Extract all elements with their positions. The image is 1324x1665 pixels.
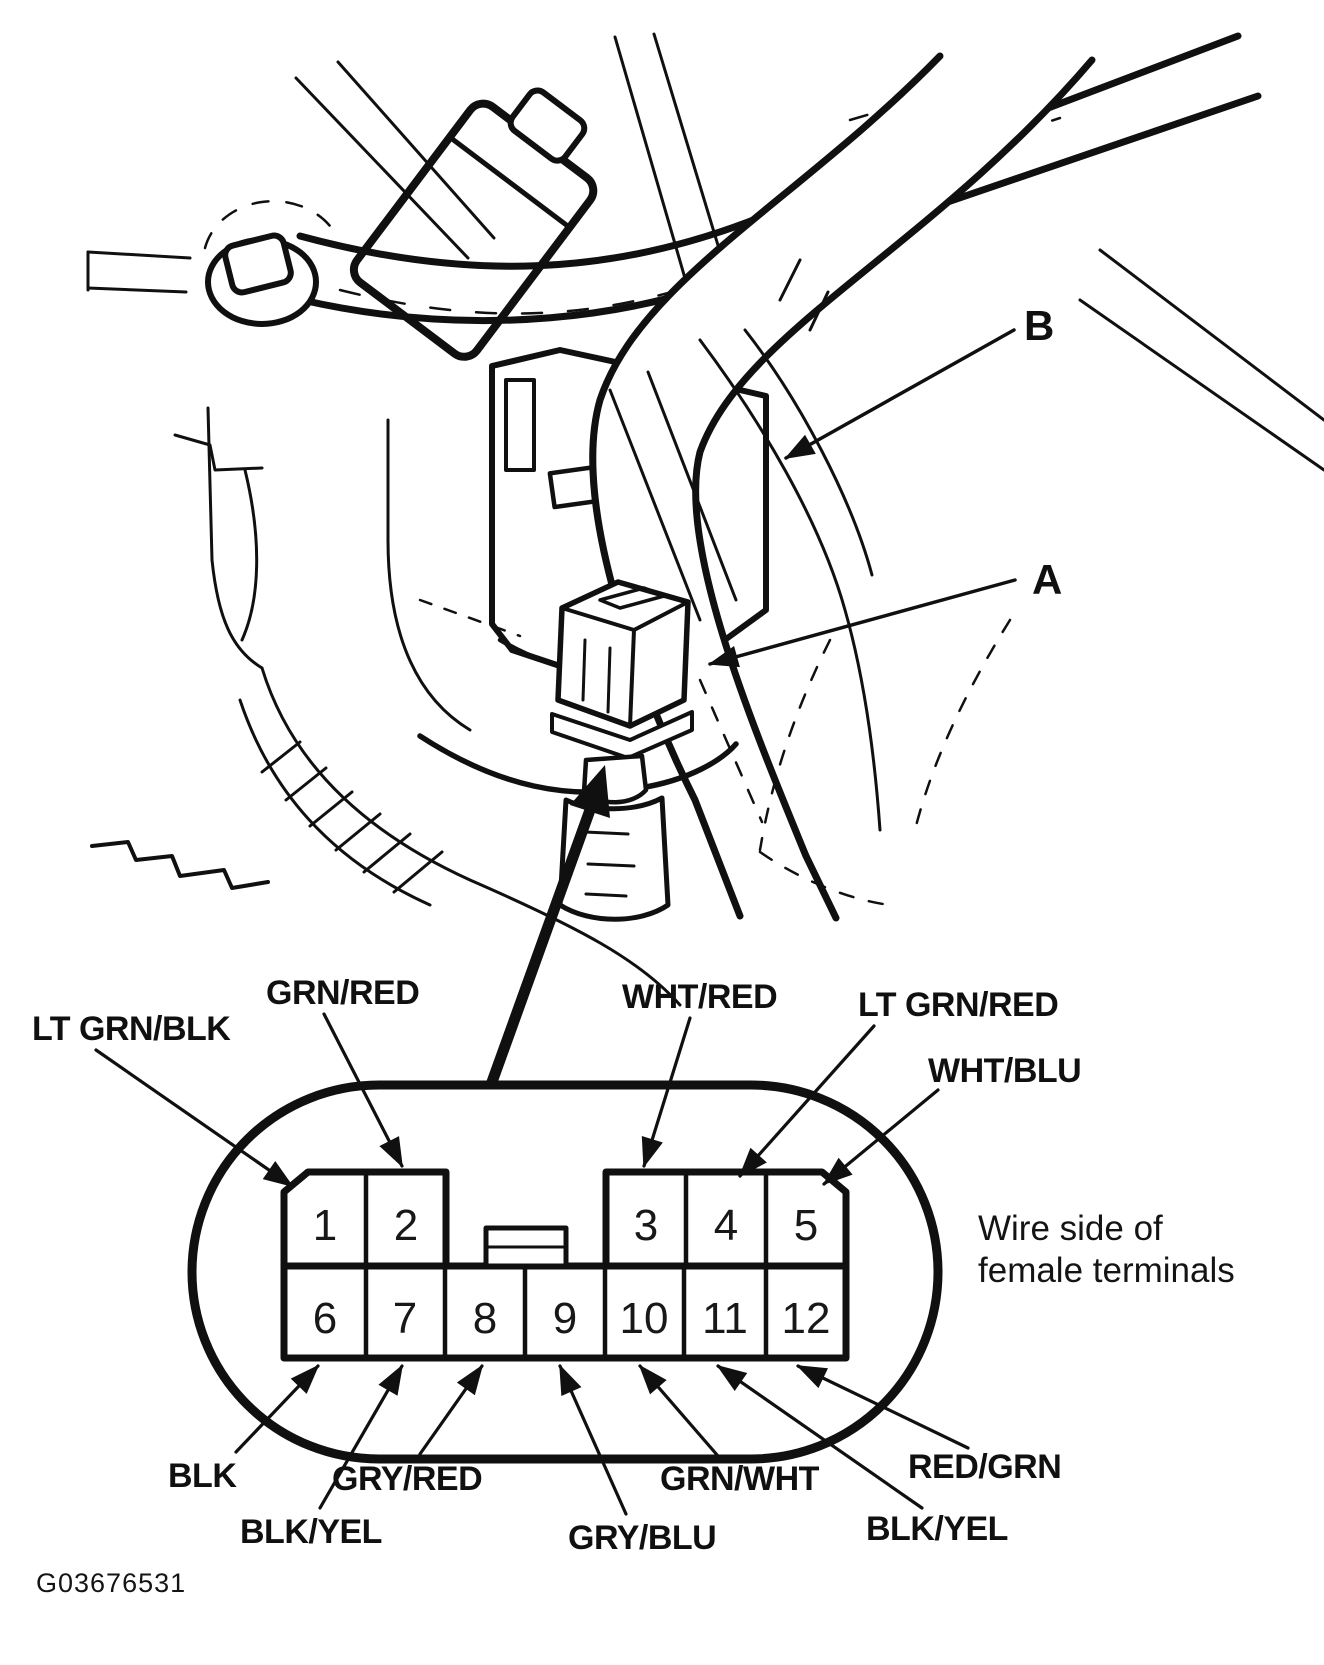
right-panel-curves (698, 258, 1012, 907)
callout-b-leader (784, 328, 1016, 460)
pin-10: 10 (620, 1294, 669, 1343)
pin-9: 9 (553, 1294, 577, 1343)
wire-side-note-line2: female terminals (978, 1251, 1235, 1290)
callout-b: B (1024, 302, 1054, 349)
terminal-block-right (602, 1168, 850, 1270)
wire-label-pin10: GRN/WHT (660, 1460, 820, 1498)
callout-a-leader (708, 578, 1017, 668)
pin-3: 3 (634, 1201, 658, 1250)
pin-1: 1 (313, 1201, 337, 1250)
connector-a (550, 579, 694, 922)
wire-label-pin5: WHT/BLU (928, 1052, 1081, 1090)
wire-label-pin11: BLK/YEL (866, 1510, 1008, 1548)
wire-label-pin7: BLK/YEL (240, 1513, 382, 1551)
wire-label-pin9: GRY/BLU (568, 1519, 716, 1557)
callout-leaders (708, 328, 1017, 668)
wire-label-pin6: BLK (168, 1457, 237, 1495)
cell-dividers (363, 1169, 769, 1361)
connector-face-outline (187, 1080, 943, 1464)
wire-label-pin3: WHT/RED (622, 978, 777, 1016)
left-panel-art (90, 406, 682, 1007)
pin-11: 11 (702, 1294, 748, 1343)
wire-label-pin12: RED/GRN (908, 1448, 1061, 1486)
elbow-fitting (86, 199, 332, 327)
wire-leaders-bottom (234, 1364, 970, 1516)
wire-labels: LT GRN/BLK GRN/RED WHT/RED LT GRN/RED WH… (32, 974, 1082, 1557)
wire-label-pin1: LT GRN/BLK (32, 1010, 231, 1048)
pin-7: 7 (393, 1294, 417, 1343)
pin-2: 2 (394, 1201, 418, 1250)
wire-leaders-top (94, 1012, 940, 1188)
terminal-block-left (280, 1168, 450, 1270)
pin-8: 8 (473, 1294, 497, 1343)
pin-6: 6 (313, 1294, 337, 1343)
wire-label-pin2: GRN/RED (266, 974, 419, 1012)
callout-a: A (1032, 556, 1062, 603)
figure-code: G03676531 (36, 1568, 186, 1598)
connector-pinout: 1 2 3 4 5 6 7 8 9 10 11 12 (32, 974, 1235, 1557)
wire-side-note-line1: Wire side of (978, 1209, 1163, 1248)
trim-band (589, 52, 1096, 922)
pin-numbers: 1 2 3 4 5 6 7 8 9 10 11 12 (313, 1201, 831, 1343)
wire-side-note: Wire side of female terminals (978, 1209, 1235, 1290)
pin-5: 5 (794, 1201, 818, 1250)
wire-label-pin8: GRY/RED (332, 1460, 482, 1498)
keying-tab (483, 1225, 569, 1269)
pin-12: 12 (782, 1294, 831, 1343)
pin-4: 4 (714, 1201, 738, 1250)
wire-label-pin4: LT GRN/RED (858, 986, 1058, 1024)
detail-arrow (486, 765, 610, 1088)
engine-bay-line-art: B A (86, 32, 1324, 1088)
